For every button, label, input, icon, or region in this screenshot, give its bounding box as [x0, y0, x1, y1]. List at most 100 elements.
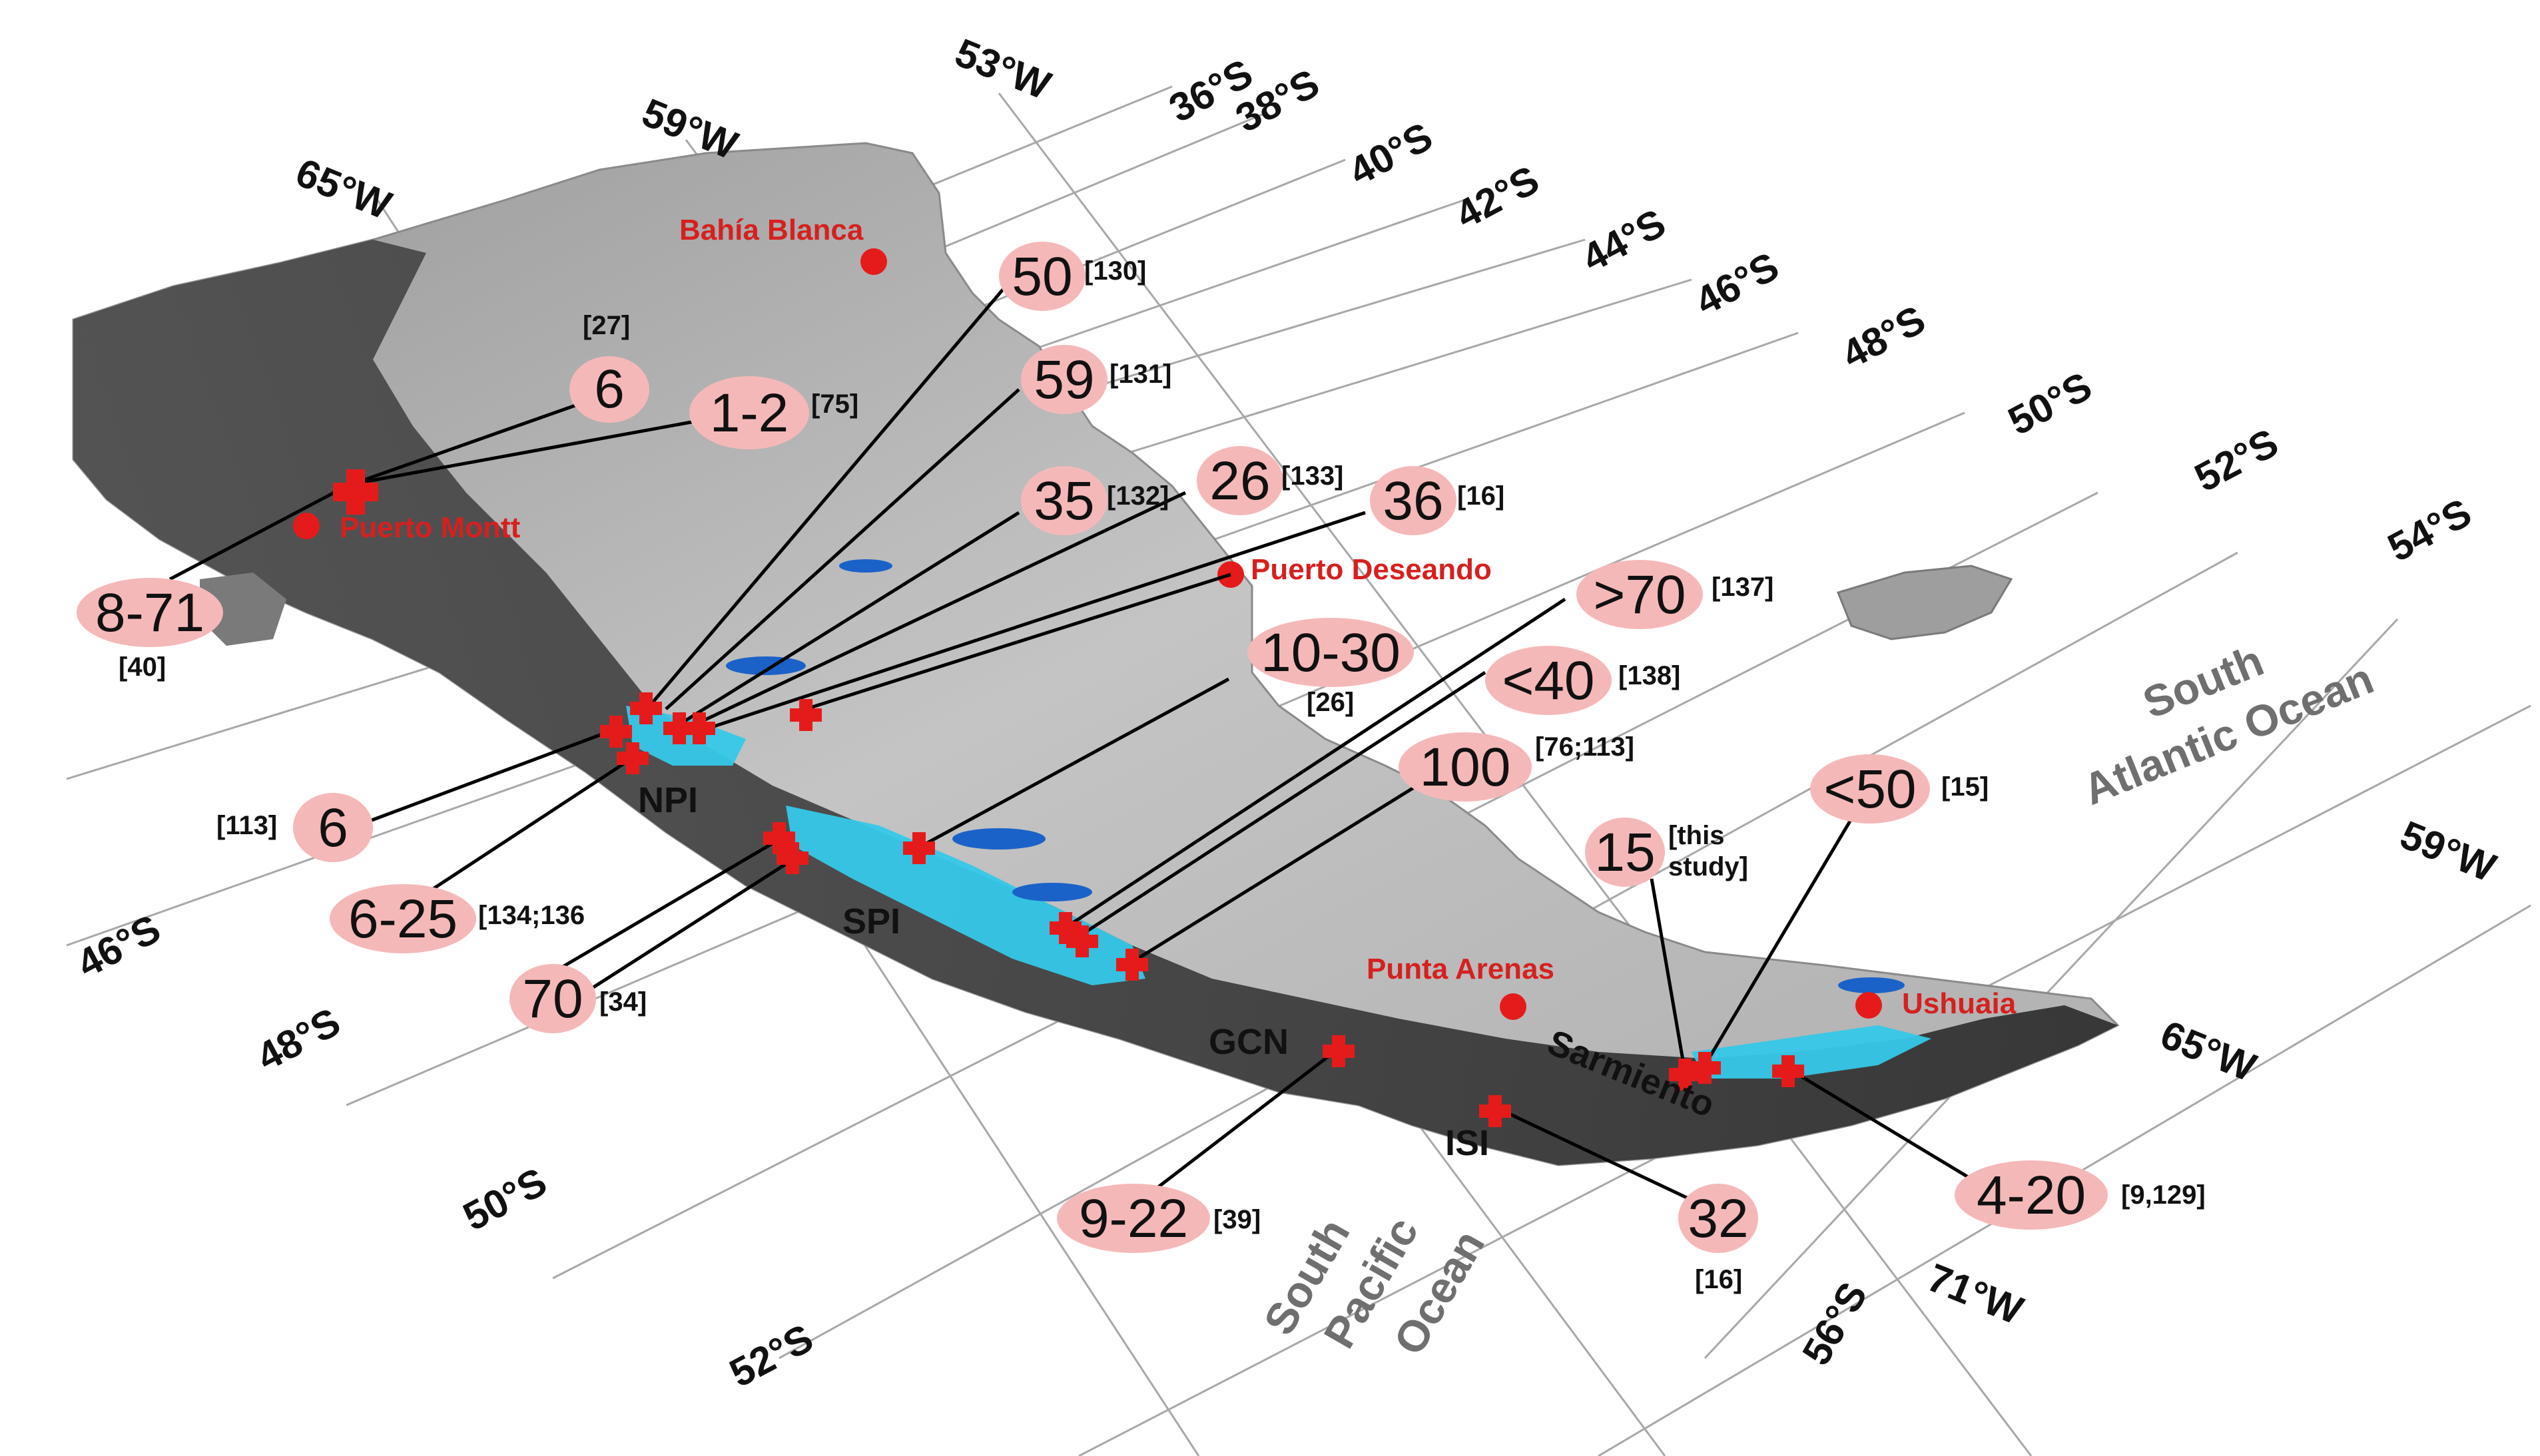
site-marker	[903, 832, 935, 864]
annotation-ref: [39]	[1213, 1205, 1261, 1234]
annotation-ref: [131]	[1110, 360, 1171, 389]
annotation-ellipse	[293, 793, 373, 862]
annotation-value: 36	[1383, 471, 1443, 531]
lake	[726, 656, 806, 675]
site-marker	[1116, 949, 1148, 981]
annotation-ellipse	[1370, 466, 1456, 535]
annotation-ref: [16]	[1457, 481, 1504, 511]
annotation-ref: [133]	[1281, 461, 1343, 491]
city-bahia-blanca: Bahía Blanca	[679, 214, 887, 275]
annotation: 1-2 [75]	[689, 376, 858, 449]
annotation-ref: [40]	[119, 652, 166, 682]
latitude-label: 42°S	[1448, 157, 1546, 238]
latitude-label: 50°S	[2001, 364, 2099, 444]
city-label: Bahía Blanca	[679, 214, 864, 246]
annotation: 15 [this study]	[1585, 818, 1748, 887]
annotation-value: <50	[1823, 759, 1916, 820]
annotation: 9-22 [39]	[1057, 1184, 1261, 1253]
annotation-value: 35	[1034, 471, 1094, 531]
site-marker	[617, 742, 649, 774]
annotation-ellipse	[999, 242, 1086, 311]
latitude-label: 52°S	[723, 1316, 820, 1396]
latitude-label: 44°S	[1575, 200, 1673, 281]
site-marker	[763, 822, 795, 854]
latitude-label: 56°S	[1793, 1275, 1875, 1373]
city-marker	[860, 248, 887, 275]
latitude-label: 40°S	[1342, 114, 1440, 194]
site-marker	[1050, 912, 1082, 944]
cities: Bahía Blanca Puerto Montt Puerto Deseand…	[293, 214, 2017, 1020]
annotation-ellipse	[1399, 732, 1532, 802]
lake	[839, 559, 892, 573]
icefields	[626, 706, 1931, 1079]
lake	[1012, 883, 1092, 901]
annotation-ellipse	[1678, 1184, 1758, 1253]
annotation-value: 8-71	[95, 583, 204, 643]
cordillera-darwin-icefield	[1692, 1025, 1931, 1079]
annotation-value: 6	[318, 798, 348, 858]
annotation: 50 [130]	[999, 242, 1146, 311]
latitude-label: 54°S	[2381, 490, 2479, 571]
leader-lines	[168, 285, 1999, 1200]
annotation: 6-25 [134;136	[330, 884, 585, 953]
city-puerto-montt: Puerto Montt	[293, 511, 521, 544]
annotation-value: >70	[1593, 565, 1686, 625]
city-puerto-deseando: Puerto Deseando	[1217, 553, 1492, 588]
annotation-value: 59	[1034, 350, 1094, 410]
latitude-label: 48°S	[250, 999, 348, 1080]
annotation-ellipse	[1810, 754, 1930, 824]
city-marker	[1500, 993, 1526, 1020]
annotation: 36 [16]	[1370, 466, 1504, 535]
annotation-ellipse	[1021, 466, 1108, 535]
annotation-ref: [15]	[1941, 772, 1989, 802]
annotation-ellipse	[77, 578, 223, 647]
land-surface	[72, 142, 2120, 1166]
site-marker	[663, 712, 695, 744]
longitude-label: 59°W	[2394, 812, 2502, 890]
annotation-ref: [75]	[811, 389, 858, 419]
site-marker	[1479, 1095, 1511, 1127]
region-label-gcn: GCN	[1209, 1022, 1289, 1062]
latitude-label: 46°S	[70, 906, 168, 987]
annotation-value: 70	[522, 969, 583, 1029]
city-label: Ushuaia	[1902, 987, 2017, 1020]
southern-patagonian-icefield	[786, 806, 1145, 985]
site-marker	[1772, 1055, 1804, 1087]
annotation-ellipse	[689, 376, 809, 449]
annotation-ref: [138]	[1618, 661, 1680, 690]
annotation: 4-20 [9,129]	[1955, 1160, 2206, 1230]
annotation-ref: [27]	[583, 311, 630, 340]
annotation-value: 26	[1209, 451, 1270, 511]
annotation-value: 32	[1688, 1188, 1748, 1249]
annotation-value: 15	[1594, 822, 1655, 883]
region-label-npi: NPI	[638, 780, 698, 820]
site-marker	[600, 716, 632, 748]
annotation-ellipse	[1057, 1184, 1210, 1253]
latitude-label: 52°S	[2188, 420, 2286, 501]
annotation: 6 [27]	[569, 311, 649, 423]
annotation: 26 [133]	[1197, 446, 1343, 515]
city-marker	[1855, 992, 1882, 1019]
city-label: Punta Arenas	[1367, 953, 1554, 985]
annotation: 6 [113]	[216, 793, 373, 862]
annotation-ref-line2: study]	[1668, 852, 1748, 881]
falkland-islands	[1836, 565, 2013, 640]
annotation-ellipse	[1485, 646, 1612, 715]
annotation-value: <40	[1502, 650, 1594, 711]
latitude-label: 50°S	[456, 1159, 554, 1240]
annotation: 70 [34]	[509, 964, 647, 1033]
city-ushuaia: Ushuaia	[1855, 987, 2017, 1020]
annotation-value: 50	[1012, 246, 1072, 307]
city-label: Puerto Deseando	[1251, 553, 1492, 586]
site-marker	[1323, 1035, 1355, 1067]
site-marker	[777, 842, 808, 874]
annotation-ref: [26]	[1307, 688, 1354, 717]
annotation: 59 [131]	[1021, 345, 1171, 414]
latitude-label: 48°S	[1835, 297, 1933, 377]
annotation-value: 4-20	[1977, 1165, 2086, 1226]
annotation: <40 [138]	[1485, 646, 1680, 715]
annotation: >70 [137]	[1576, 560, 1773, 629]
annotation-value: 6-25	[348, 889, 458, 949]
site-marker	[790, 699, 822, 731]
